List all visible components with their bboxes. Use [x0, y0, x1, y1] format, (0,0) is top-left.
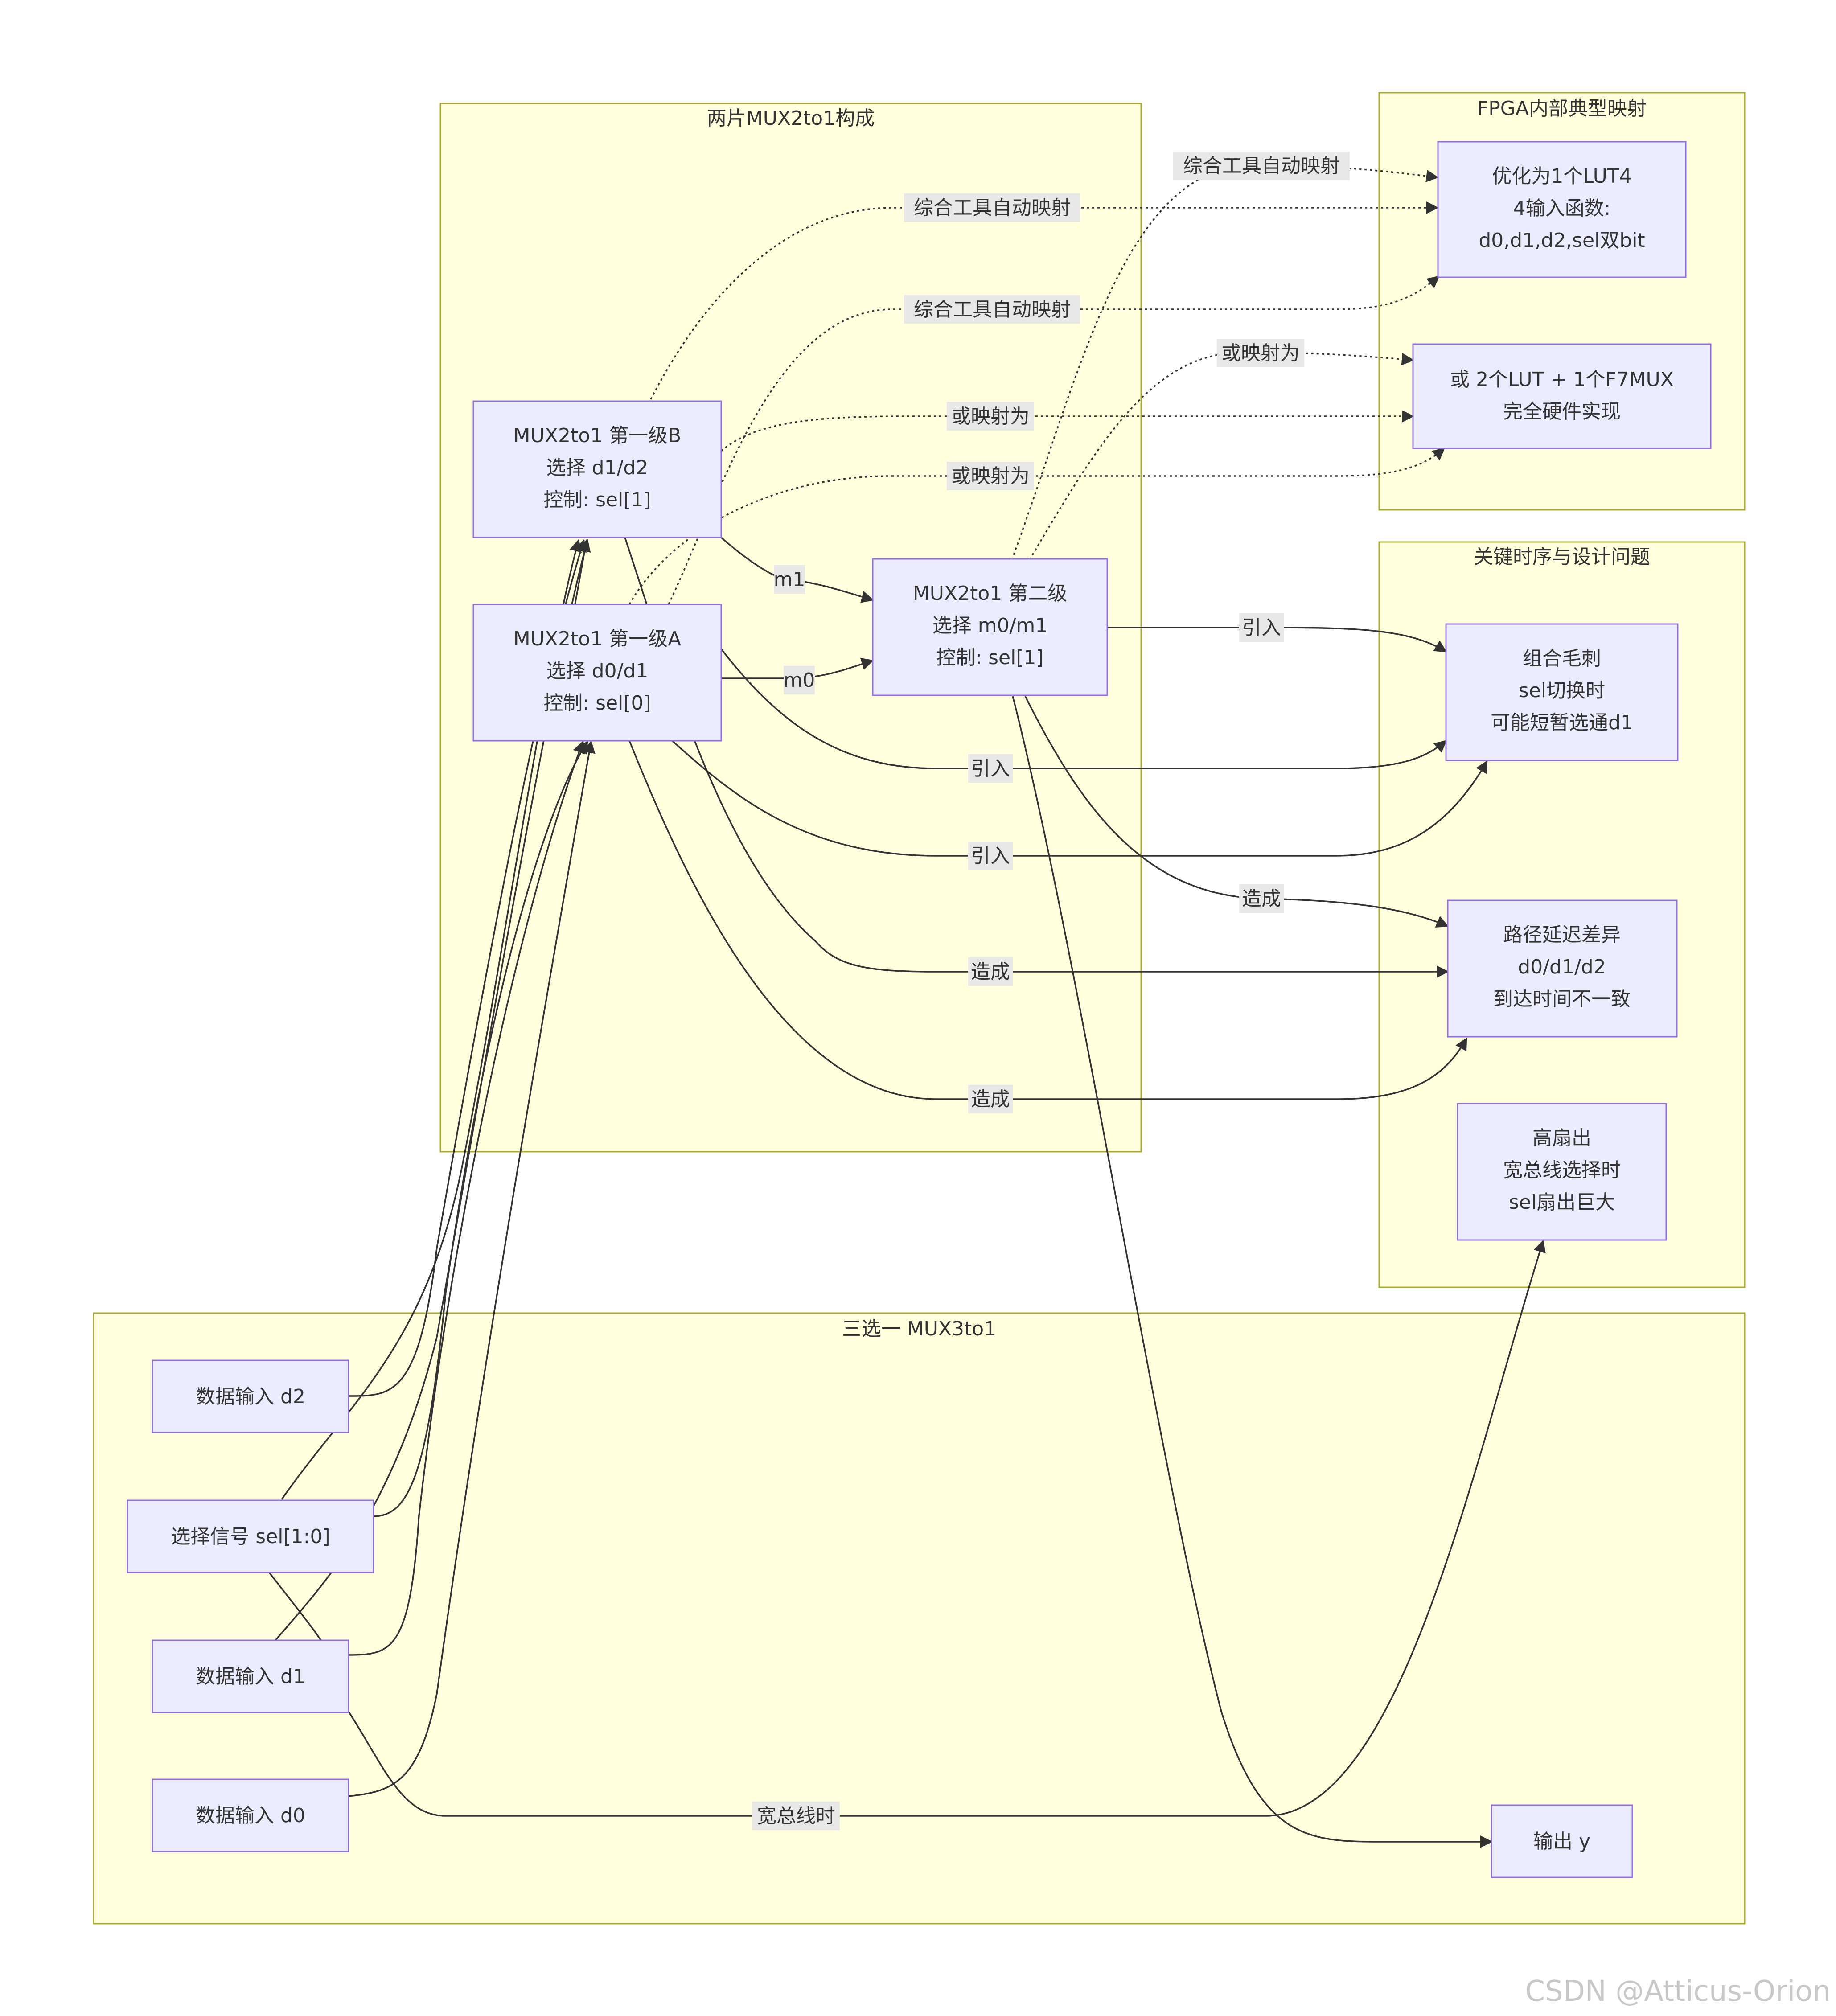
node-text-line: MUX2to1 第二级: [913, 582, 1067, 605]
edge-label-wide-bus: 宽总线时: [752, 1802, 840, 1830]
edge-label-text: m0: [784, 669, 815, 692]
node-select-signal[interactable]: 选择信号 sel[1:0]: [127, 1499, 374, 1573]
edge-label-auto-map-top: 综合工具自动映射: [1173, 152, 1350, 180]
node-glitch[interactable]: 组合毛刺 sel切换时 可能短暂选通d1: [1445, 623, 1679, 761]
node-mux-stage1-a[interactable]: MUX2to1 第一级A 选择 d0/d1 控制: sel[0]: [472, 604, 722, 742]
edge-2nd-to-y: [1012, 696, 1493, 1848]
node-mux-stage1-b[interactable]: MUX2to1 第一级B 选择 d1/d2 控制: sel[1]: [472, 400, 722, 538]
edge-label-m0: m0: [784, 666, 815, 694]
edge-label-intro-2nd: 引入: [1239, 613, 1284, 642]
node-text-line: 优化为1个LUT4: [1492, 165, 1631, 188]
cluster-mux3to1: 三选一 MUX3to1: [93, 1312, 1746, 1925]
edge-a-to-lut2: [628, 448, 1446, 605]
edge-label-text: 或映射为: [951, 465, 1030, 488]
edge-label-cause-2nd: 造成: [1239, 884, 1284, 913]
node-input-d0[interactable]: 数据输入 d0: [152, 1778, 349, 1852]
edge-label-cause-a: 造成: [968, 1085, 1013, 1113]
edge-label-text: 引入: [971, 757, 1010, 780]
node-text-line: 完全硬件实现: [1503, 400, 1621, 423]
node-text-line: 高扇出: [1532, 1127, 1591, 1150]
node-text-line: MUX2to1 第一级B: [513, 424, 682, 447]
edge-b-to-glitch: [720, 648, 1447, 769]
edge-label-or-map-a: 或映射为: [947, 462, 1034, 490]
node-path-delay[interactable]: 路径延迟差异 d0/d1/d2 到达时间不一致: [1447, 899, 1678, 1038]
node-lut4[interactable]: 优化为1个LUT4 4输入函数: d0,d1,d2,sel双bit: [1437, 141, 1687, 278]
watermark: CSDN @Atticus-Orion: [1525, 1975, 1831, 2008]
node-text-line: 路径延迟差异: [1503, 924, 1621, 946]
edge-label-text: 或映射为: [1221, 342, 1300, 365]
node-text-line: sel切换时: [1519, 679, 1605, 702]
node-input-d2[interactable]: 数据输入 d2: [152, 1359, 349, 1433]
node-mux-stage2[interactable]: MUX2to1 第二级 选择 m0/m1 控制: sel[1]: [872, 558, 1108, 696]
edge-label-text: m1: [774, 568, 805, 591]
node-output-y[interactable]: 输出 y: [1491, 1804, 1633, 1878]
edge-label-text: 宽总线时: [757, 1805, 835, 1827]
edge-label-text: 综合工具自动映射: [914, 298, 1071, 321]
edge-label-text: 综合工具自动映射: [914, 197, 1071, 219]
edge-a-to-glitch: [671, 740, 1488, 857]
node-high-fanout[interactable]: 高扇出 宽总线选择时 sel扇出巨大: [1457, 1103, 1667, 1241]
edge-label-text: 造成: [971, 961, 1010, 983]
edge-label-text: 或映射为: [951, 405, 1030, 428]
node-text-line: d0,d1,d2,sel双bit: [1479, 229, 1645, 252]
edges: [268, 164, 1546, 1848]
cluster-title-mux2to1: 两片MUX2to1构成: [707, 107, 875, 130]
node-lut2-f7mux[interactable]: 或 2个LUT + 1个F7MUX 完全硬件实现: [1412, 343, 1712, 449]
node-text-line: 输出 y: [1533, 1830, 1590, 1853]
node-text-line: 控制: sel[0]: [543, 692, 651, 714]
node-text-line: 数据输入 d2: [196, 1385, 305, 1408]
edge-label-intro-a: 引入: [968, 842, 1013, 870]
edge-label-text: 造成: [971, 1088, 1010, 1111]
node-text-line: 数据输入 d1: [196, 1665, 305, 1688]
edge-label-or-map-top: 或映射为: [1217, 339, 1304, 367]
edge-label-text: 综合工具自动映射: [1183, 155, 1340, 177]
node-text-line: 组合毛刺: [1523, 647, 1601, 670]
node-text-line: 或 2个LUT + 1个F7MUX: [1450, 368, 1674, 391]
node-text-line: 选择 m0/m1: [932, 614, 1048, 637]
edge-label-text: 引入: [971, 845, 1010, 867]
edge-d0-to-a: [348, 740, 596, 1797]
node-input-d1[interactable]: 数据输入 d1: [152, 1639, 349, 1713]
edge-a-to-delay: [628, 740, 1467, 1100]
edge-label-text: 造成: [1242, 887, 1281, 910]
node-text-line: 选择 d1/d2: [546, 456, 649, 479]
edge-label-intro-b: 引入: [968, 754, 1013, 783]
edge-a-to-b-stub: [574, 539, 591, 605]
node-text-line: 选择信号 sel[1:0]: [171, 1525, 330, 1548]
edge-label-cause-b: 造成: [968, 957, 1013, 986]
node-text-line: sel扇出巨大: [1509, 1191, 1615, 1214]
node-text-line: 数据输入 d0: [196, 1804, 305, 1827]
node-text-line: 控制: sel[1]: [936, 646, 1043, 669]
cluster-title-fpga: FPGA内部典型映射: [1477, 97, 1647, 120]
node-text-line: 控制: sel[1]: [543, 489, 651, 511]
node-text-line: MUX2to1 第一级A: [513, 628, 682, 650]
cluster-title-timing: 关键时序与设计问题: [1474, 546, 1650, 568]
edge-label-auto-map-a: 综合工具自动映射: [904, 295, 1080, 324]
node-text-line: 可能短暂选通d1: [1491, 711, 1633, 734]
cluster-title-mux3to1: 三选一 MUX3to1: [842, 1318, 996, 1340]
node-text-line: 宽总线选择时: [1503, 1159, 1621, 1182]
node-text-line: d0/d1/d2: [1518, 956, 1606, 978]
edge-b-to-lut2: [720, 410, 1414, 452]
node-text-line: 到达时间不一致: [1493, 988, 1631, 1010]
edge-2nd-to-lut2: [1029, 352, 1414, 560]
edge-sel-cross: [268, 1572, 322, 1641]
edge-sel-to-a: [373, 740, 588, 1517]
edge-label-text: 引入: [1242, 616, 1281, 639]
edge-d1-to-a: [348, 740, 585, 1656]
edge-label-auto-map-b: 综合工具自动映射: [904, 193, 1080, 222]
edge-2nd-to-delay: [1024, 696, 1449, 928]
node-text-line: 选择 d0/d1: [546, 660, 649, 682]
edge-label-m1: m1: [774, 565, 805, 594]
edge-labels: 综合工具自动映射 综合工具自动映射 综合工具自动映射 或映射为 或映射为 或映射…: [752, 152, 1350, 1830]
node-text-line: 4输入函数:: [1513, 197, 1611, 220]
edge-2nd-to-glitch: [1107, 627, 1447, 653]
edge-label-or-map-b: 或映射为: [947, 402, 1034, 431]
edge-sel-to-fanout: [348, 1240, 1546, 1817]
